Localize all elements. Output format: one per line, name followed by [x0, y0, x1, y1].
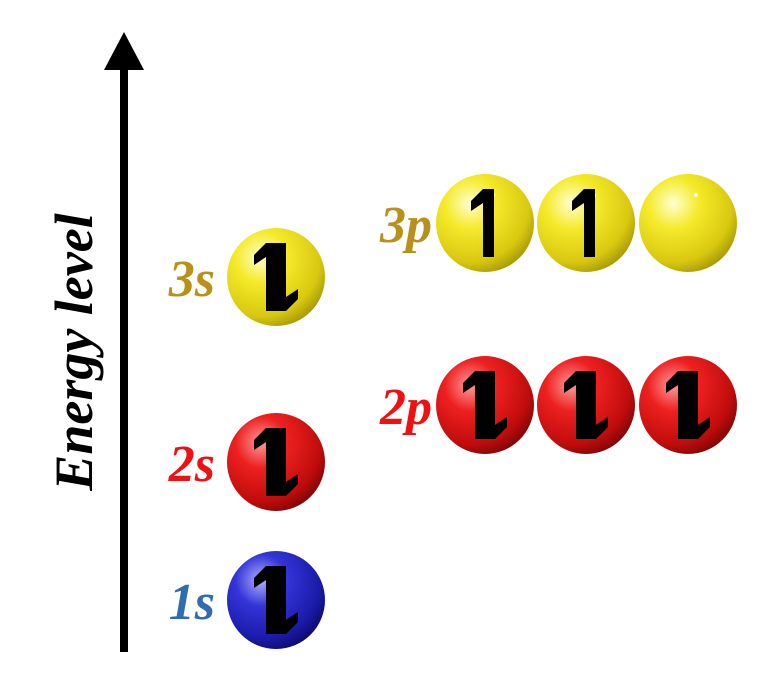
spin-down-arrow-icon	[484, 371, 507, 439]
orbitals-layer: 1s 2s 2p 3s 3p	[168, 174, 737, 649]
spin-down-arrow-icon	[275, 243, 298, 311]
orbital-label: 3s	[168, 251, 215, 308]
sphere-yellow	[639, 174, 737, 272]
orbital-sphere	[537, 174, 635, 272]
spin-down-arrow-icon	[275, 428, 298, 496]
spin-up-arrow-icon	[471, 189, 494, 257]
orbital-label: 1s	[169, 574, 215, 631]
spin-up-arrow-icon	[254, 566, 277, 634]
spin-down-arrow-icon	[585, 371, 608, 439]
orbital-sphere	[537, 356, 635, 454]
orbital-2p: 2p	[379, 356, 737, 454]
orbital-label: 3p	[379, 197, 432, 254]
spin-down-arrow-icon	[687, 371, 710, 439]
orbital-sphere	[639, 356, 737, 454]
orbital-sphere	[227, 413, 325, 511]
orbital-2s: 2s	[168, 413, 325, 511]
axis-arrowhead-icon	[104, 32, 144, 70]
energy-axis	[104, 32, 144, 652]
axis-line	[120, 62, 128, 652]
spin-up-arrow-icon	[564, 371, 587, 439]
spin-up-arrow-icon	[254, 428, 277, 496]
orbital-3p: 3p	[379, 174, 737, 272]
spin-down-arrow-icon	[275, 566, 298, 634]
axis-title: Energy level	[44, 213, 104, 491]
orbital-3s: 3s	[168, 228, 325, 326]
spin-up-arrow-icon	[254, 243, 277, 311]
orbital-label: 2s	[168, 436, 215, 493]
orbital-label: 2p	[379, 379, 432, 436]
orbital-sphere	[436, 356, 534, 454]
sphere-highlight	[694, 193, 698, 197]
spin-up-arrow-icon	[463, 371, 486, 439]
spin-up-arrow-icon	[572, 189, 595, 257]
orbital-sphere	[639, 174, 737, 272]
orbital-sphere	[227, 228, 325, 326]
orbital-1s: 1s	[169, 551, 325, 649]
orbital-sphere	[436, 174, 534, 272]
orbital-sphere	[227, 551, 325, 649]
spin-up-arrow-icon	[666, 371, 689, 439]
